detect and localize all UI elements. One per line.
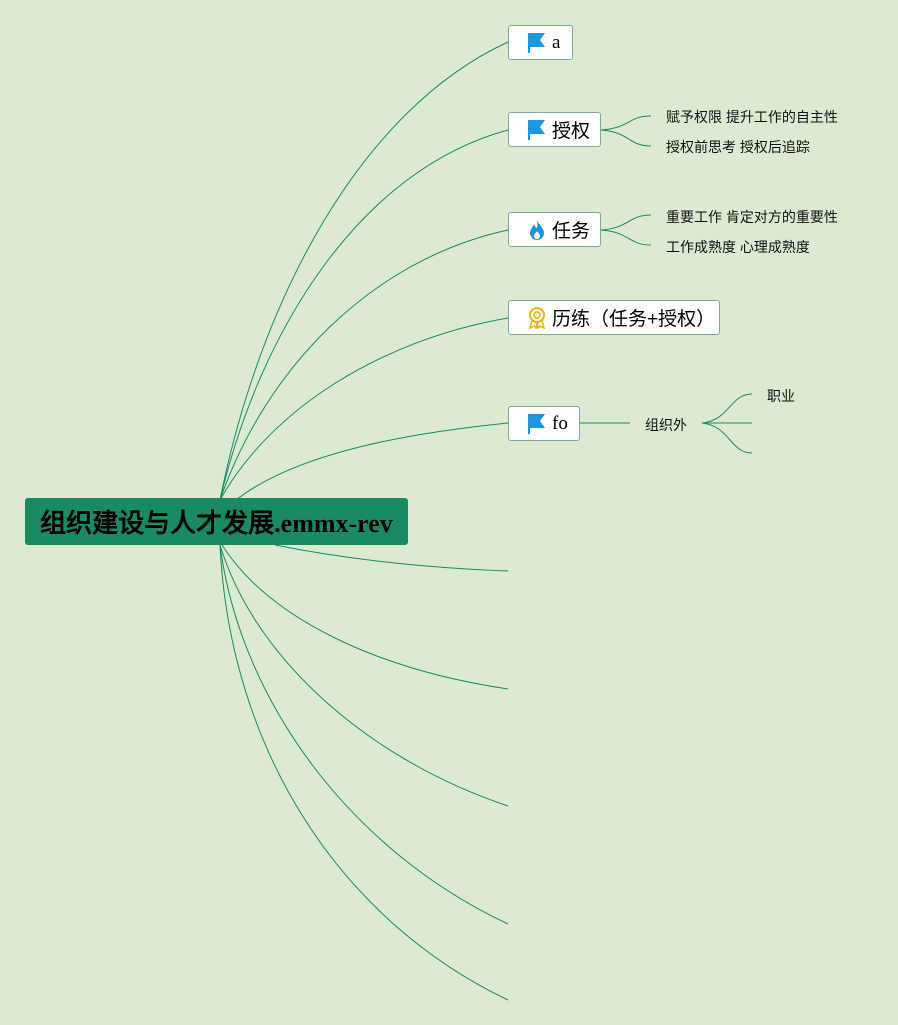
connector-root-empty-2: [221, 544, 509, 690]
topic-lilian[interactable]: 历练（任务+授权）: [508, 300, 720, 335]
connector-root-a: [219, 41, 509, 501]
topic-label: fo: [552, 412, 568, 434]
connector-root-empty-1: [274, 544, 509, 572]
blue-flag-icon: [526, 413, 548, 435]
topic-label: 历练（任务+授权）: [552, 309, 716, 330]
topic-label: 授权: [552, 121, 591, 142]
topic-label: a: [552, 31, 561, 53]
connector-root-shouquan: [219, 129, 509, 501]
connector-zuzhiwai-3: [701, 422, 753, 454]
connector-shouquan-2: [600, 129, 652, 147]
topic-renwu[interactable]: 任务: [508, 212, 601, 247]
connector-renwu-1: [600, 214, 652, 231]
topic-a[interactable]: a: [508, 25, 573, 60]
connector-renwu-2: [600, 229, 652, 246]
flame-icon: [526, 219, 548, 241]
subtopic-renwu-1[interactable]: 重要工作 肯定对方的重要性: [666, 209, 838, 225]
connector-root-fo: [235, 422, 509, 501]
connector-root-empty-5: [219, 544, 509, 1001]
connector-shouquan-1: [600, 115, 652, 131]
subtopic-shouquan-1[interactable]: 赋予权限 提升工作的自主性: [666, 109, 838, 125]
award-ribbon-icon: [526, 306, 548, 329]
root-title: 组织建设与人才发展.emmx-rev: [40, 509, 393, 538]
blue-flag-icon: [526, 32, 548, 54]
connector-root-renwu: [219, 229, 509, 501]
subtopic-shouquan-2[interactable]: 授权前思考 授权后追踪: [666, 139, 810, 155]
blue-flag-icon: [526, 119, 548, 141]
connector-root-empty-4: [219, 544, 509, 925]
connector-root-lilian: [219, 317, 509, 501]
topic-fo[interactable]: fo: [508, 406, 580, 441]
topic-shouquan[interactable]: 授权: [508, 112, 601, 147]
subtopic-renwu-2[interactable]: 工作成熟度 心理成熟度: [666, 239, 810, 255]
topic-label: 任务: [552, 221, 591, 242]
connector-root-empty-3: [219, 544, 509, 807]
connector-zuzhiwai-1: [701, 393, 753, 424]
subtopic-zhiye[interactable]: 职业: [767, 388, 795, 404]
root-topic[interactable]: 组织建设与人才发展.emmx-rev: [25, 498, 408, 545]
subtopic-zuzhiwai[interactable]: 组织外: [645, 417, 687, 433]
